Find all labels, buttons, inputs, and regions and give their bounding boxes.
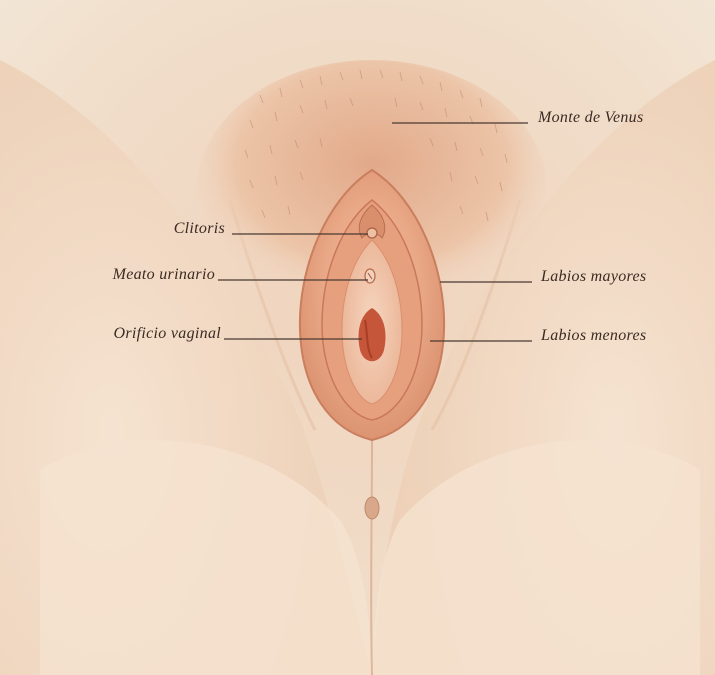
label-labios-mayores: Labios mayores [541,269,646,285]
label-monte-de-venus: Monte de Venus [538,110,644,126]
label-clitoris: Clitoris [174,221,225,237]
label-meato-urinario: Meato urinario [113,267,215,283]
label-labios-menores: Labios menores [541,328,646,344]
label-orificio-vaginal: Orificio vaginal [114,326,221,342]
